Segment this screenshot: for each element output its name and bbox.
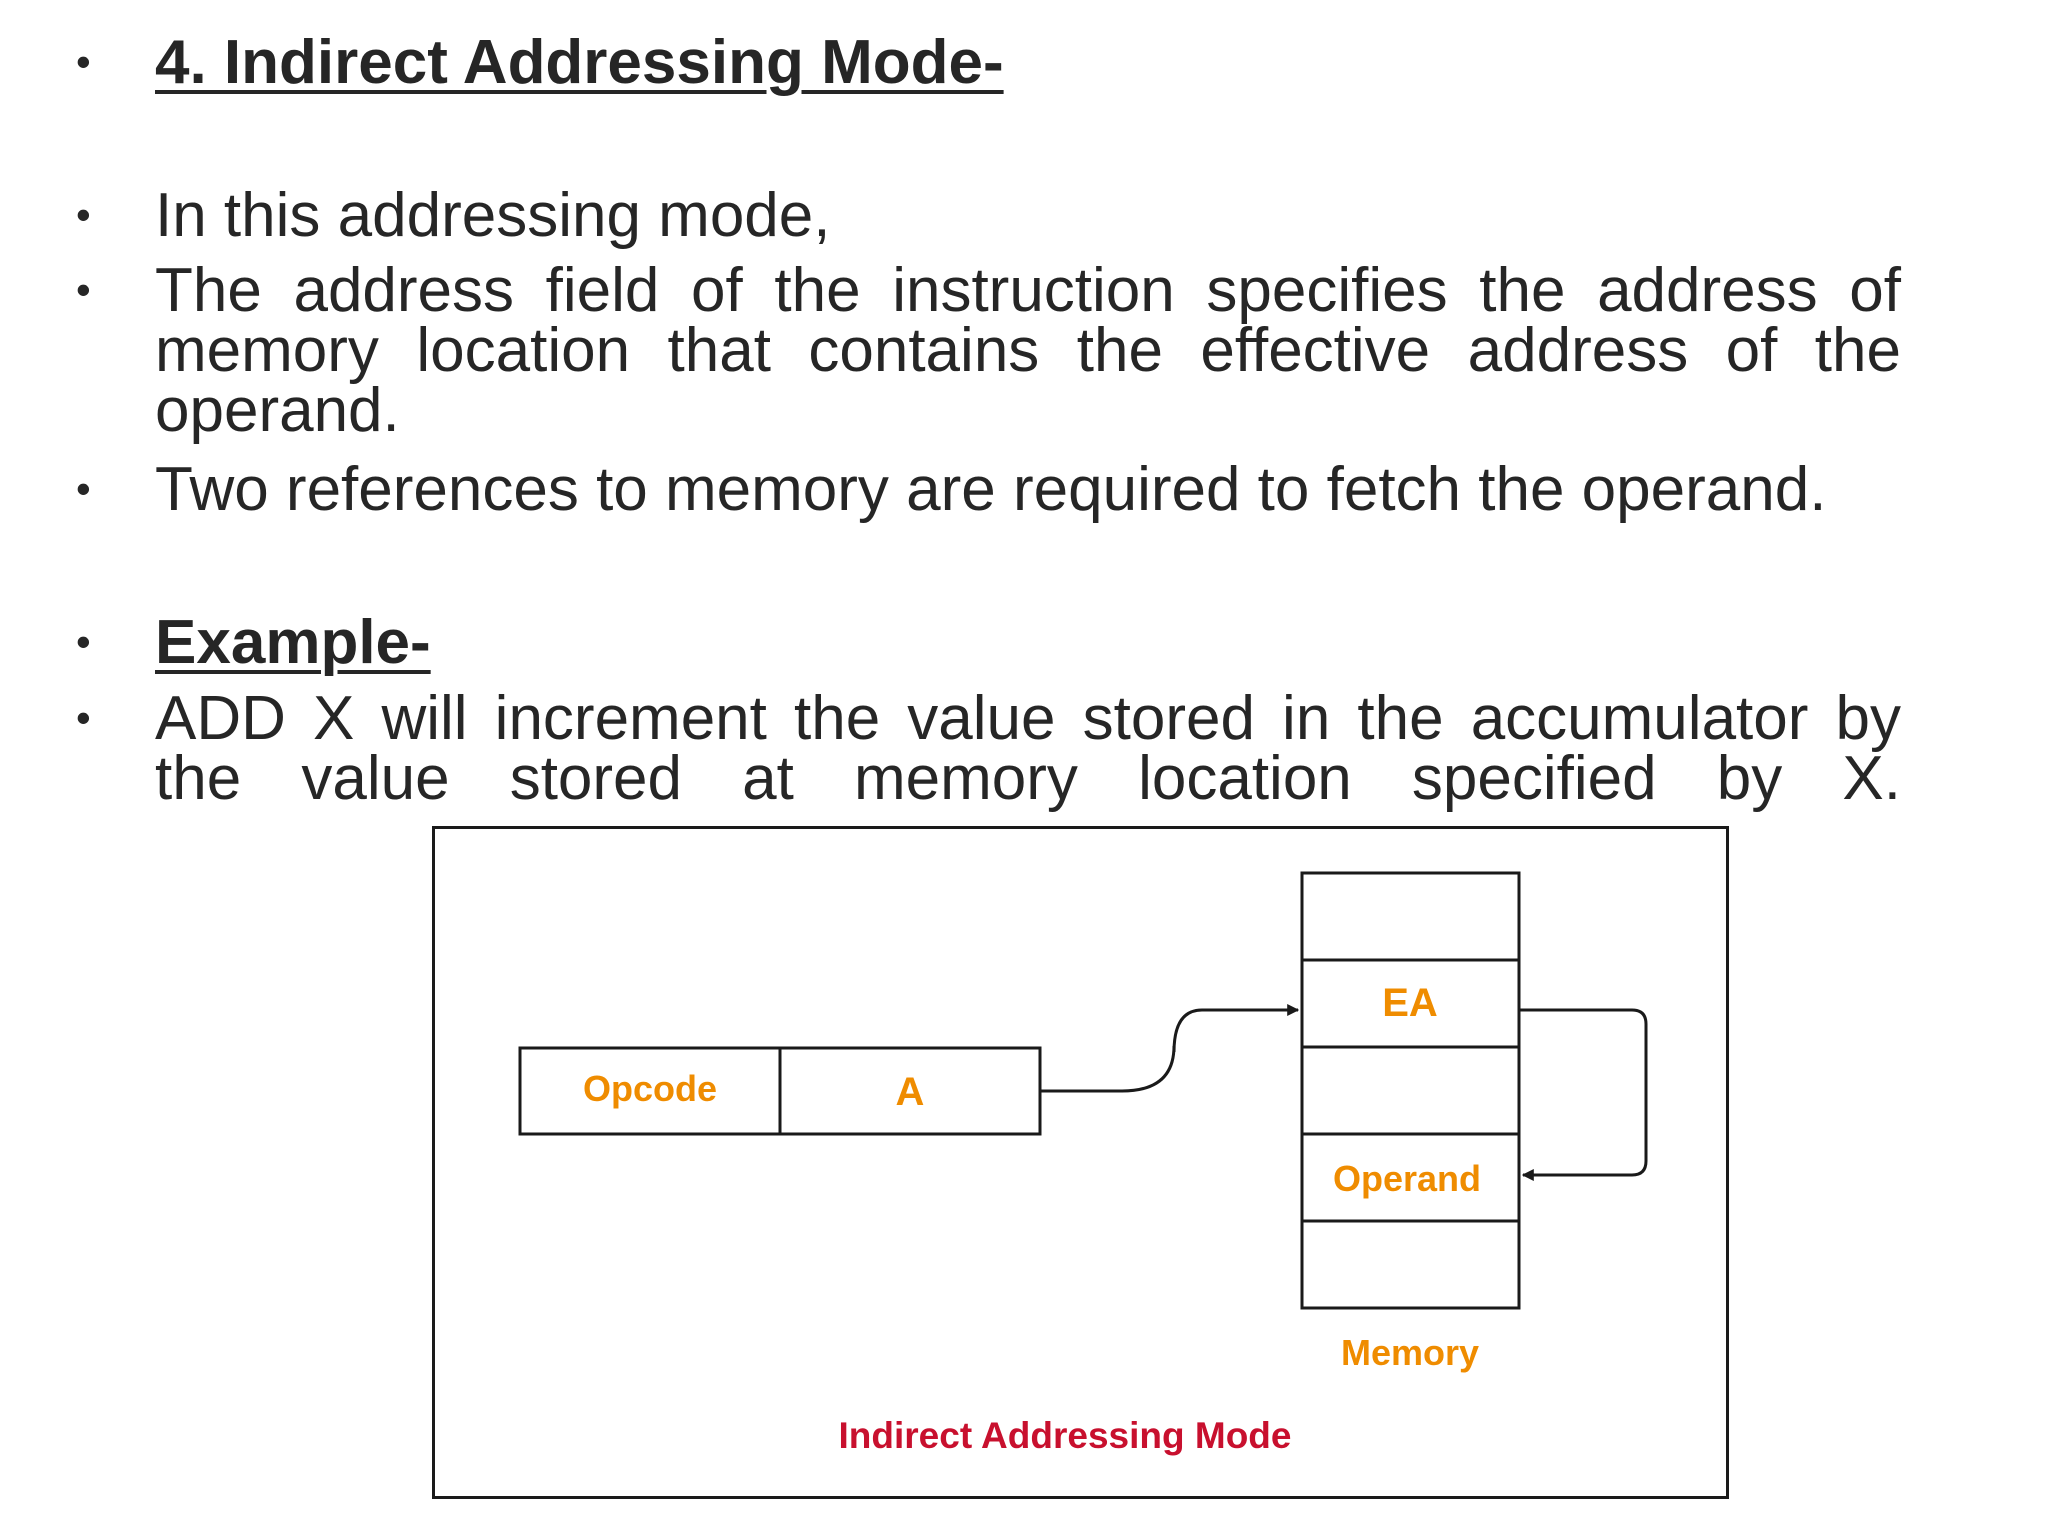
- references-text: Two references to memory are required to…: [155, 455, 1827, 524]
- bullet-heading: •: [76, 38, 91, 85]
- bullet-references: •: [76, 465, 91, 512]
- bullet-definition: •: [76, 266, 91, 313]
- indirect-addressing-diagram: Opcode A EA Operand Memory Indirect Addr…: [432, 826, 1729, 1499]
- example-heading: Example-: [155, 608, 431, 677]
- ea-to-operand-arrow: [1519, 1008, 1648, 1181]
- example-line-1: ADD X will increment the value stored in…: [155, 684, 1901, 753]
- bullet-example-heading: •: [76, 618, 91, 665]
- memory-cell-5: [1300, 1219, 1521, 1310]
- definition-line-2: memory location that contains the effect…: [155, 316, 1901, 385]
- figure-frame: [432, 826, 1729, 1499]
- memory-label: Memory: [1341, 1332, 1479, 1373]
- diagram-caption: Indirect Addressing Mode: [839, 1415, 1292, 1456]
- memory-block: EA Operand Memory: [1300, 871, 1521, 1373]
- bullet-example-text: •: [76, 694, 91, 741]
- address-label: A: [896, 1070, 925, 1114]
- bullet-intro: •: [76, 191, 91, 238]
- example-line-2: the value stored at memory location spec…: [155, 744, 1901, 813]
- opcode-label: Opcode: [583, 1068, 717, 1109]
- ea-label: EA: [1382, 981, 1438, 1025]
- slide-title: 4. Indirect Addressing Mode-: [155, 28, 1004, 97]
- definition-line-3: operand.: [155, 376, 400, 445]
- instruction-format: Opcode A: [518, 1046, 1042, 1136]
- operand-label: Operand: [1333, 1158, 1481, 1199]
- address-to-ea-arrow: [1040, 1004, 1300, 1093]
- intro-text: In this addressing mode,: [155, 181, 831, 250]
- definition-line-1: The address field of the instruction spe…: [155, 256, 1901, 325]
